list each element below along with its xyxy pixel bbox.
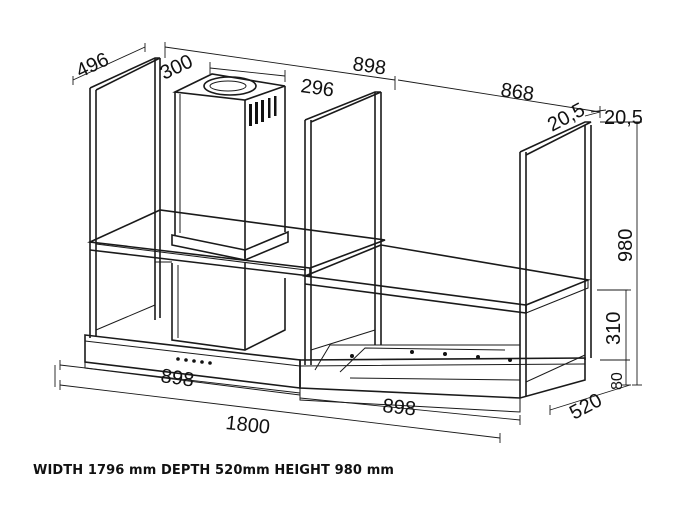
dim-898-left: 898 (159, 365, 195, 391)
dim-496: 496 (73, 48, 113, 82)
caption: WIDTH 1796 mm DEPTH 520mm HEIGHT 980 mm (33, 463, 394, 478)
dim-898-right: 898 (381, 395, 416, 420)
dim-868: 868 (499, 79, 535, 105)
dim-980: 980 (615, 229, 637, 262)
control-buttons (176, 357, 212, 365)
dim-80: 80 (609, 372, 626, 390)
dimension-lines (54, 42, 642, 443)
dim-1800: 1800 (224, 412, 271, 439)
vent-slots (249, 96, 277, 126)
dim-300: 300 (157, 50, 197, 84)
dim-296: 296 (299, 75, 335, 101)
right-frame (301, 91, 592, 398)
chimney-hood (171, 73, 289, 351)
dim-20-5-b: 20,5 (604, 107, 643, 129)
left-frame (87, 57, 386, 338)
base-plinth (84, 334, 586, 413)
dim-898-top: 898 (351, 53, 387, 79)
dim-310: 310 (603, 312, 625, 345)
